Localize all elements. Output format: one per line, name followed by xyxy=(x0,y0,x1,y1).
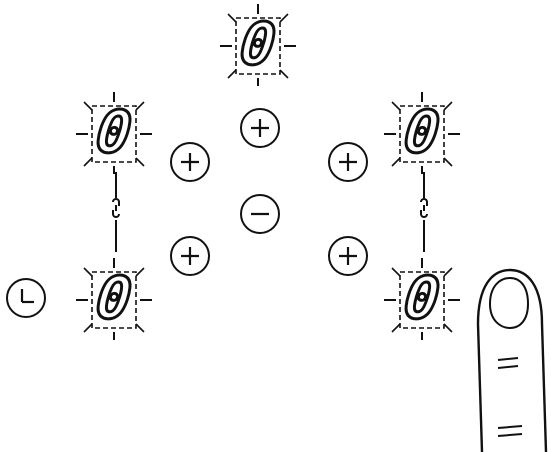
zone-level-digit: 0 xyxy=(399,97,444,168)
plus-icon xyxy=(251,119,269,137)
zone-display-top: 0 xyxy=(216,2,300,86)
blink-indicator-icon xyxy=(220,4,296,86)
zone-display-left-lower: 0 xyxy=(72,256,156,340)
plus-icon xyxy=(181,153,199,171)
plus-button-left-lower[interactable] xyxy=(170,236,210,276)
zone-level-digit: 0 xyxy=(91,263,136,334)
blink-indicator-icon xyxy=(384,92,460,174)
timer-button[interactable] xyxy=(6,278,46,318)
zone-display-right-upper: 0 xyxy=(380,90,464,174)
plus-button-right-lower[interactable] xyxy=(328,236,368,276)
blink-indicator-icon xyxy=(76,92,152,174)
zone-display-left-upper: 0 xyxy=(72,90,156,174)
chain-link-icon xyxy=(420,172,428,252)
minus-icon xyxy=(251,212,269,216)
plus-button-left-upper[interactable] xyxy=(170,142,210,182)
zone-level-digit: 0 xyxy=(399,263,444,334)
zone-level-digit: 0 xyxy=(91,97,136,168)
chain-link-icon xyxy=(112,172,120,252)
plus-icon xyxy=(339,247,357,265)
zone-level-digit: 0 xyxy=(235,9,280,80)
plus-button-top[interactable] xyxy=(240,108,280,148)
zone-display-right-lower: 0 xyxy=(380,256,464,340)
clock-icon xyxy=(20,289,34,304)
finger-touch-icon xyxy=(476,268,548,452)
plus-icon xyxy=(181,247,199,265)
plus-button-right-upper[interactable] xyxy=(328,142,368,182)
blink-indicator-icon xyxy=(76,258,152,340)
plus-icon xyxy=(339,153,357,171)
blink-indicator-icon xyxy=(384,258,460,340)
minus-button[interactable] xyxy=(240,194,280,234)
